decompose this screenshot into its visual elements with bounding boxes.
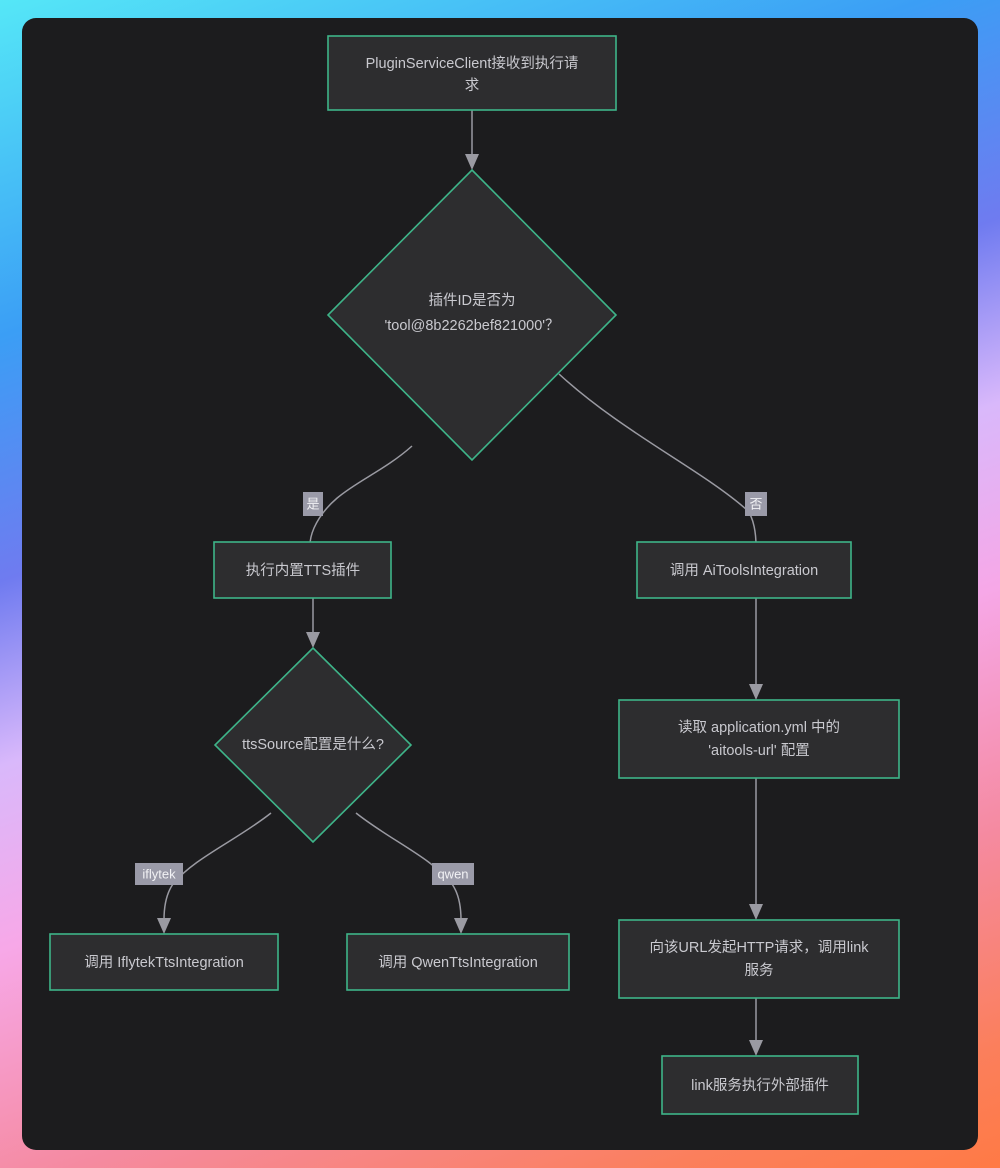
node-link-exec[interactable]: link服务执行外部插件 bbox=[661, 1055, 859, 1115]
arrowhead bbox=[749, 1040, 763, 1056]
edge-label-bg bbox=[135, 863, 183, 885]
node-shape-diamond[interactable] bbox=[326, 168, 618, 462]
node-shape-rect[interactable] bbox=[346, 933, 570, 991]
node-label: link服务执行外部插件 bbox=[691, 1077, 829, 1094]
edge-label-text: iflytek bbox=[142, 866, 176, 881]
node-shape-rect[interactable] bbox=[661, 1055, 859, 1115]
edge-aitools-integration-to-read-yml bbox=[749, 598, 763, 700]
node-read-yml[interactable]: 读取 application.yml 中的 'aitools-url' 配置 bbox=[618, 699, 900, 779]
edges-layer: 是 否 bbox=[135, 110, 767, 1056]
node-iflytek-tts[interactable]: 调用 IflytekTtsIntegration bbox=[49, 933, 279, 991]
edge-label-text: qwen bbox=[437, 866, 468, 881]
node-builtin-tts[interactable]: 执行内置TTS插件 bbox=[213, 541, 392, 599]
edge-label-qwen: qwen bbox=[432, 863, 474, 885]
edge-label-iflytek: iflytek bbox=[135, 863, 183, 885]
edge-start-to-check-plugin-id bbox=[465, 110, 479, 170]
node-shape-diamond[interactable] bbox=[213, 646, 413, 844]
edge-builtin-tts-to-tts-source bbox=[306, 598, 320, 648]
node-qwen-tts[interactable]: 调用 QwenTtsIntegration bbox=[346, 933, 570, 991]
edge-label-bg bbox=[303, 492, 323, 516]
arrowhead bbox=[465, 154, 479, 170]
edge-tts-source-to-iflytek-tts: iflytek bbox=[135, 812, 272, 934]
edge-label-text: 是 bbox=[306, 496, 319, 511]
edge-label-bg bbox=[745, 492, 767, 516]
node-label-line-1: 读取 application.yml 中的 bbox=[678, 719, 840, 736]
node-label-line-2: 'tool@8b2262bef821000'？ bbox=[384, 318, 559, 334]
arrowhead bbox=[306, 632, 320, 648]
edge-label-yes: 是 bbox=[303, 492, 323, 516]
node-label-line-1: 插件ID是否为 bbox=[429, 292, 516, 309]
node-label: 调用 AiToolsIntegration bbox=[670, 562, 818, 579]
node-shape-rect[interactable] bbox=[618, 699, 900, 779]
edge-http-request-to-link-exec bbox=[749, 998, 763, 1056]
node-label: ttsSource配置是什么? bbox=[242, 736, 384, 753]
arrowhead bbox=[157, 918, 171, 934]
node-shape-rect[interactable] bbox=[636, 541, 852, 599]
node-http-request[interactable]: 向该URL发起HTTP请求，调用link 服务 bbox=[618, 919, 900, 999]
node-label-line-2: 'aitools-url' 配置 bbox=[708, 742, 809, 759]
node-label: 调用 QwenTtsIntegration bbox=[378, 954, 538, 971]
edge-tts-source-to-qwen-tts: qwen bbox=[355, 812, 474, 934]
node-shape-rect[interactable] bbox=[49, 933, 279, 991]
node-label-line-1: PluginServiceClient接收到执行请 bbox=[366, 55, 579, 72]
node-label-line-2: 服务 bbox=[745, 962, 774, 979]
edge-label-no: 否 bbox=[745, 492, 767, 516]
edge-read-yml-to-http-request bbox=[749, 778, 763, 920]
node-label: 执行内置TTS插件 bbox=[246, 562, 360, 579]
nodes-layer: PluginServiceClient接收到执行请 求 插件ID是否为 'too… bbox=[49, 35, 900, 1115]
node-shape-rect[interactable] bbox=[618, 919, 900, 999]
node-label-line-2: 求 bbox=[465, 77, 480, 94]
node-start[interactable]: PluginServiceClient接收到执行请 求 bbox=[327, 35, 617, 111]
node-label: 调用 IflytekTtsIntegration bbox=[84, 954, 244, 971]
arrowhead bbox=[749, 904, 763, 920]
edge-label-text: 否 bbox=[749, 496, 762, 511]
edge-label-bg bbox=[432, 863, 474, 885]
edge-check-plugin-id-to-aitools-integration: 否 bbox=[558, 373, 767, 560]
arrowhead bbox=[749, 684, 763, 700]
edge-line bbox=[558, 373, 757, 547]
node-check-plugin-id[interactable]: 插件ID是否为 'tool@8b2262bef821000'？ bbox=[326, 168, 618, 462]
node-tts-source[interactable]: ttsSource配置是什么? bbox=[213, 646, 413, 844]
node-shape-rect[interactable] bbox=[327, 35, 617, 111]
flowchart-svg: 是 否 bbox=[49, 35, 900, 1115]
node-aitools-integration[interactable]: 调用 AiToolsIntegration bbox=[636, 541, 852, 599]
diagram-canvas: 是 否 bbox=[22, 18, 978, 1150]
node-label-line-1: 向该URL发起HTTP请求，调用link bbox=[649, 939, 869, 956]
node-shape-rect[interactable] bbox=[213, 541, 392, 599]
arrowhead bbox=[454, 918, 468, 934]
